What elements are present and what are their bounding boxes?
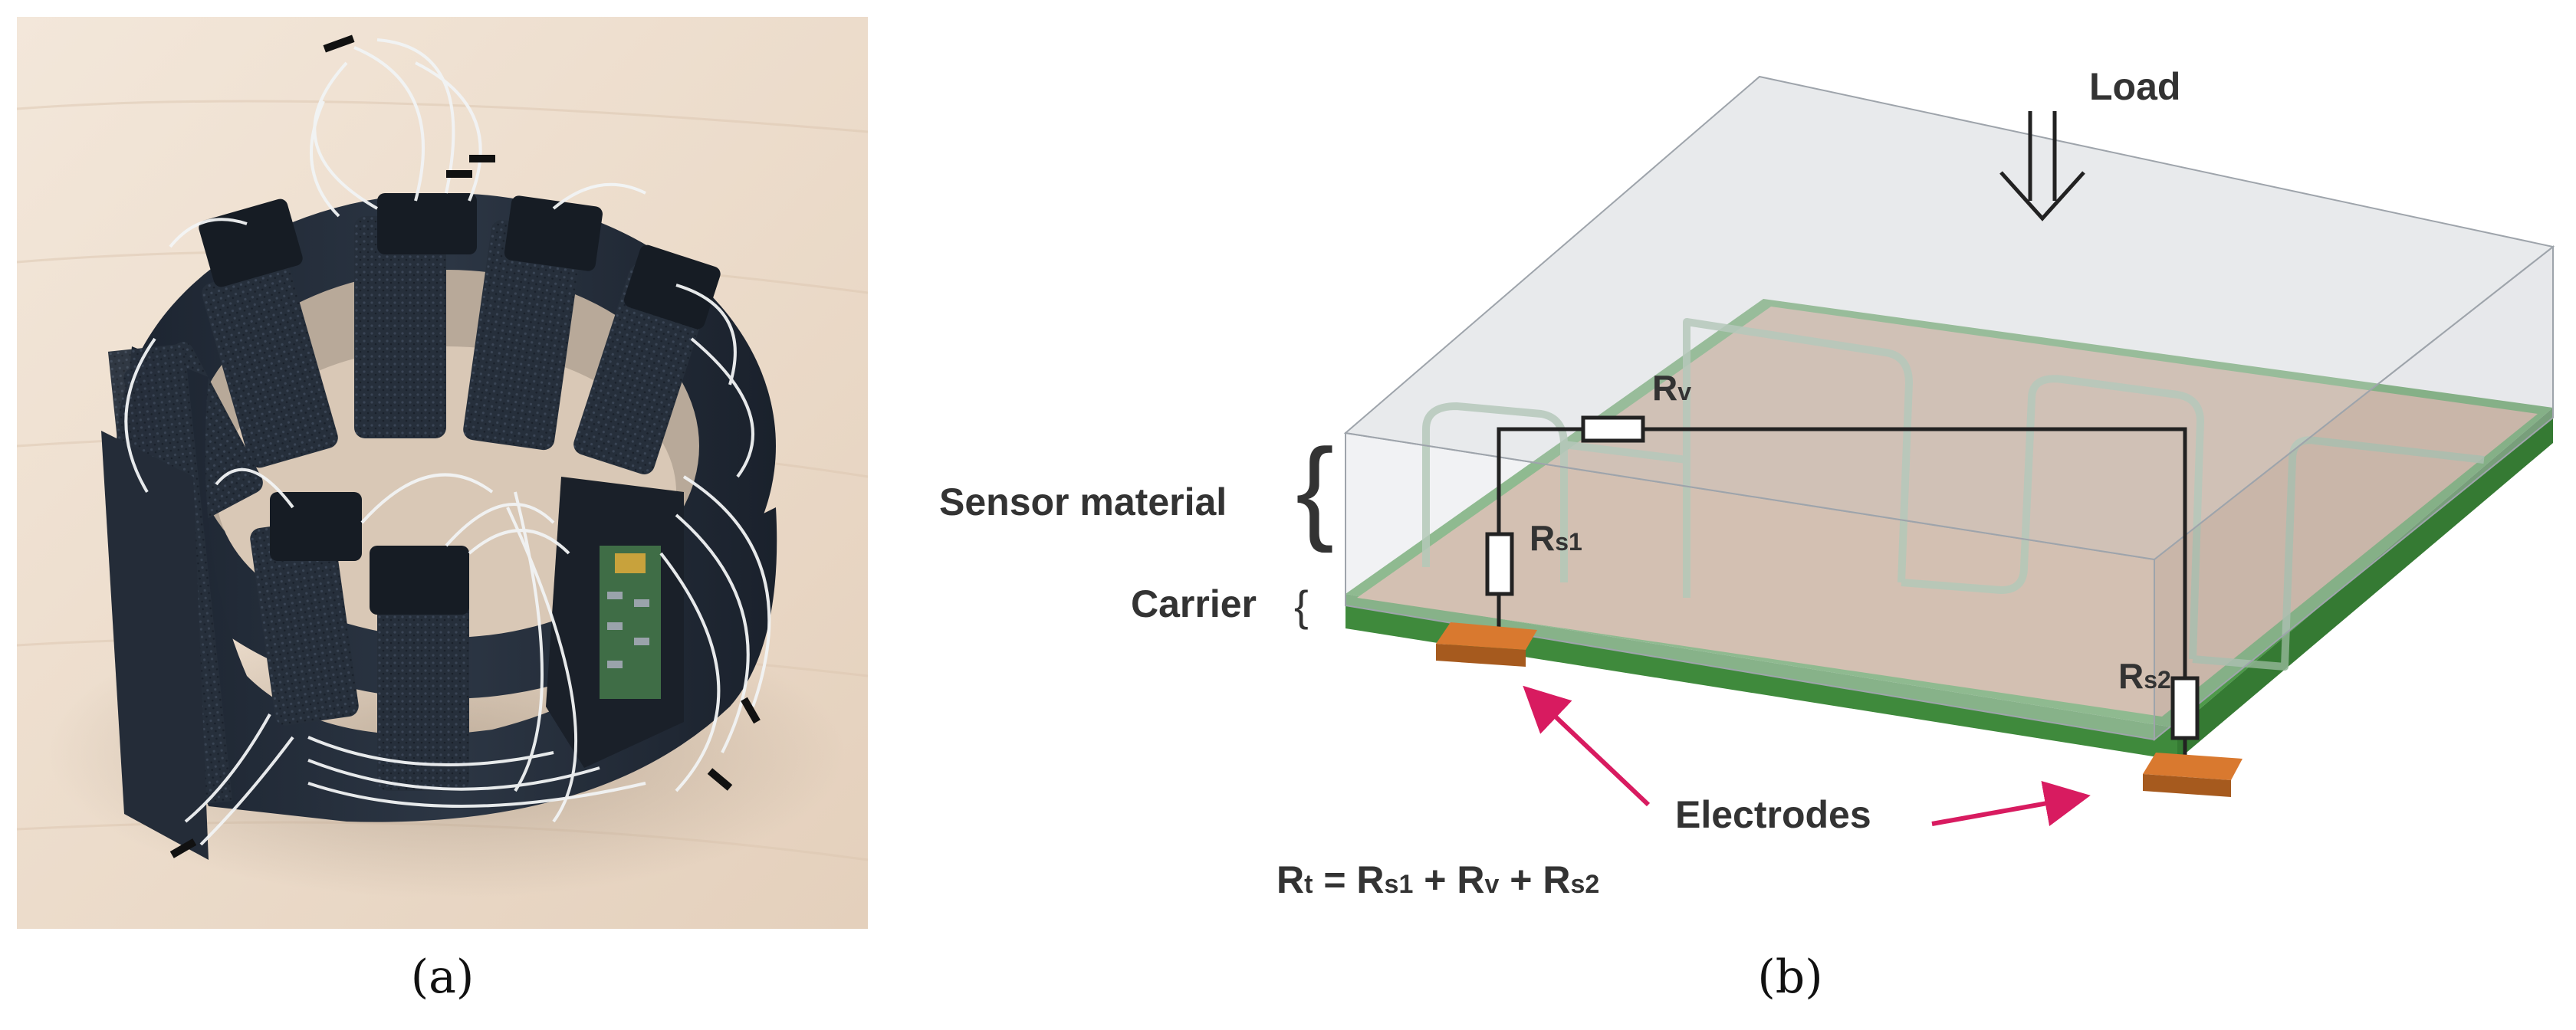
rs2-label: Rs2 [2118, 656, 2171, 696]
rs1-label: Rs1 [1530, 518, 1582, 558]
carrier-label: Carrier [1131, 582, 1257, 625]
resistor-rs2 [2170, 676, 2200, 740]
electrodes-arrow-left [1523, 685, 1651, 807]
sensor-diagram: Load Rv Rs1 Rs2 Sensor material { Carrie… [939, 65, 2555, 901]
sensor-material-label: Sensor material [939, 481, 1227, 523]
electrode-right [2143, 753, 2242, 797]
carrier-brace: { [1294, 582, 1309, 630]
electrode-left [1436, 622, 1537, 667]
sensor-material-brace: { [1296, 425, 1334, 553]
resistor-rv [1581, 415, 1645, 443]
panel-a [16, 17, 869, 929]
load-label: Load [2089, 65, 2180, 108]
rv-label: Rv [1652, 368, 1691, 408]
sensor-band-photo [16, 17, 869, 929]
panel-b: Load Rv Rs1 Rs2 Sensor material { Carrie… [897, 0, 2576, 950]
caption-b: (b) [1757, 950, 1823, 1004]
electrodes-arrow-right [1931, 780, 2091, 827]
resistor-rs1 [1485, 532, 1514, 596]
load-arrow [1999, 111, 2085, 221]
electrodes-label: Electrodes [1675, 793, 1871, 836]
caption-a: (a) [410, 950, 475, 1004]
resistance-formula: Rt = Rs1 + Rv + Rs2 [1276, 858, 1599, 901]
equivalent-circuit [1497, 427, 2187, 766]
transparent-box [1343, 75, 2555, 742]
